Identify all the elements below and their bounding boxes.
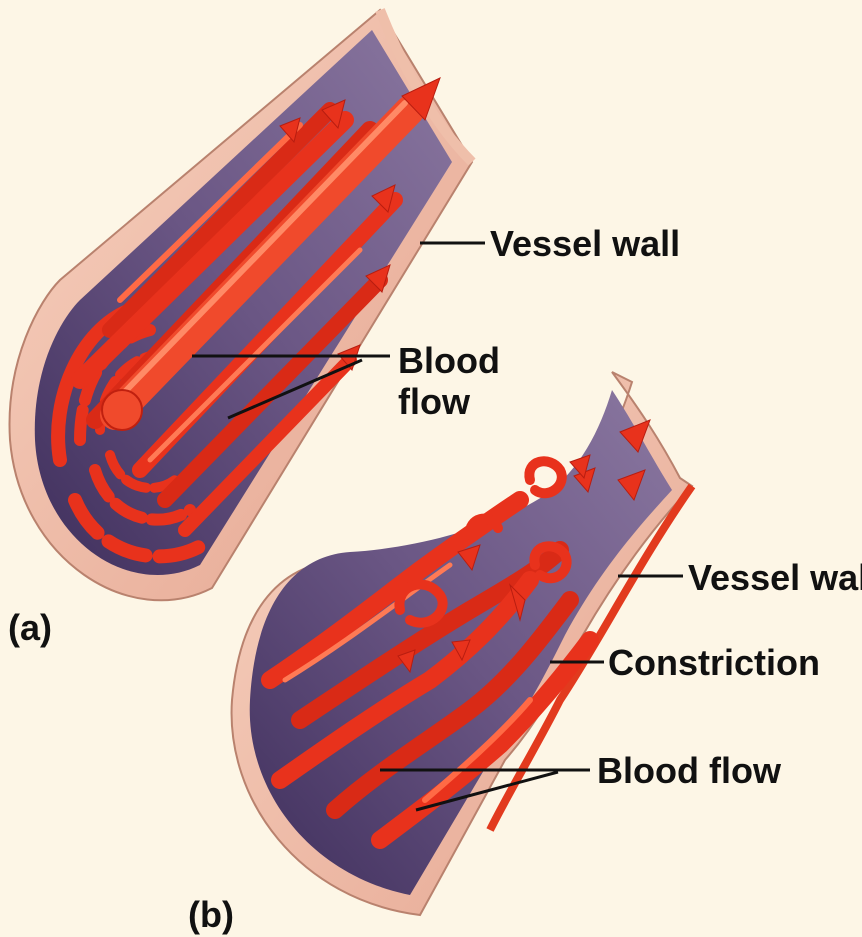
label-vessel-wall-b: Vessel wall [688,560,862,596]
panel-b-tag: (b) [188,897,234,933]
label-blood-flow-a-line2: flow [398,381,500,422]
label-blood-flow-a-line1: Blood [398,340,500,381]
panel-a-tag: (a) [8,610,52,646]
label-blood-flow-a: Blood flow [398,340,500,423]
panel-a-vessel [10,10,472,600]
central-stream-end [102,390,142,430]
label-constriction: Constriction [608,645,820,681]
label-blood-flow-b: Blood flow [597,753,781,789]
label-vessel-wall-a: Vessel wall [490,226,680,262]
